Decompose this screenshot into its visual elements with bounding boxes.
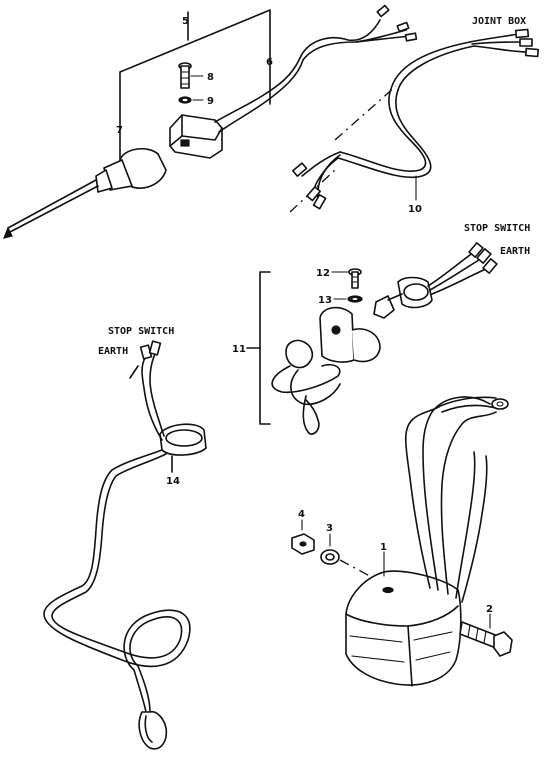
joint-box-leads [469,28,540,58]
callout-10: 10 [408,204,422,215]
callout-11: 11 [232,344,246,355]
callout-1: 1 [380,542,387,553]
callout-7: 7 [116,125,123,136]
callout-9: 9 [207,96,214,107]
label-stop-switch-upper: STOP SWITCH [464,223,530,234]
mounting-bracket [319,306,381,363]
bracket-group-5 [119,9,271,127]
label-stop-switch-lower: STOP SWITCH [108,326,174,337]
wire-10 [292,41,475,210]
bolt-8 [178,62,204,89]
stop-switch-upper [373,242,498,319]
label-joint-box: JOINT BOX [472,16,526,27]
cap-7 [3,125,167,239]
box-wires [404,396,509,603]
center-line-a [334,85,397,141]
lanyard-11 [271,339,341,435]
washer-3 [320,533,340,565]
junction-box-1 [345,551,462,687]
callout-5: 5 [182,16,189,27]
nut-4 [291,519,315,555]
washer-9 [178,96,204,104]
callout-8: 8 [207,72,214,83]
bolt-2 [459,613,513,657]
wire-harness-top [299,4,418,61]
callout-2: 2 [486,604,493,615]
screw-12 [331,268,362,289]
callout-14: 14 [166,476,180,487]
bracket-group-11 [246,271,271,425]
callout-13: 13 [318,295,332,306]
callout-12: 12 [316,268,330,279]
connector-housing-6 [169,57,304,159]
label-earth-lower: EARTH [98,346,128,357]
label-earth-upper: EARTH [500,246,530,257]
callout-6: 6 [266,57,273,68]
callout-4: 4 [298,509,305,520]
callout-3: 3 [326,523,333,534]
stop-switch-14 [129,340,207,473]
washer-13 [333,295,363,303]
lanyard-14 [43,449,191,750]
